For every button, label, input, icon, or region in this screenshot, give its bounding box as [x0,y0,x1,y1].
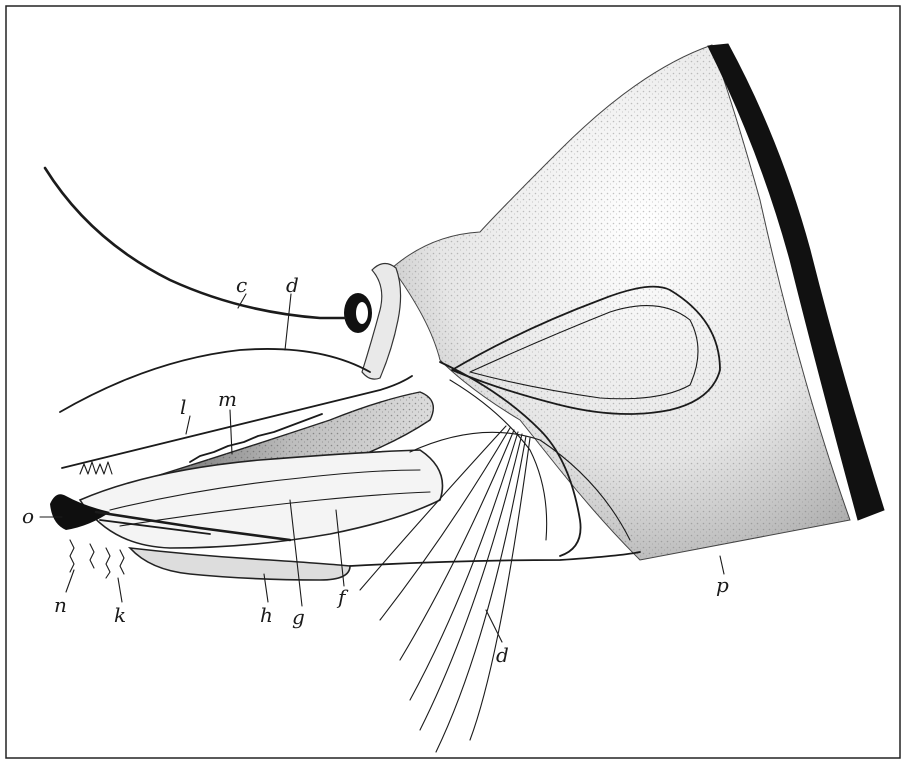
maxilla [80,450,443,548]
apical-setae-upper [80,462,112,474]
label-g: g [292,605,305,629]
palp-setae [70,540,124,578]
label-l: l [180,395,186,419]
head-capsule [392,45,850,560]
label-m: m [218,387,237,411]
antenna [45,168,345,318]
antenna-socket [344,293,372,333]
gula-outline [350,552,640,566]
labrum-line [60,349,370,412]
label-c: c [236,273,247,297]
labium [130,548,350,580]
label-k: k [114,603,126,627]
label-p: p [716,573,729,597]
label-o: o [22,504,34,528]
label-d-lower: d [496,643,509,667]
label-f: f [336,585,349,609]
label-d-upper: d [286,273,299,297]
label-n: n [54,593,67,617]
label-h: h [260,603,273,627]
